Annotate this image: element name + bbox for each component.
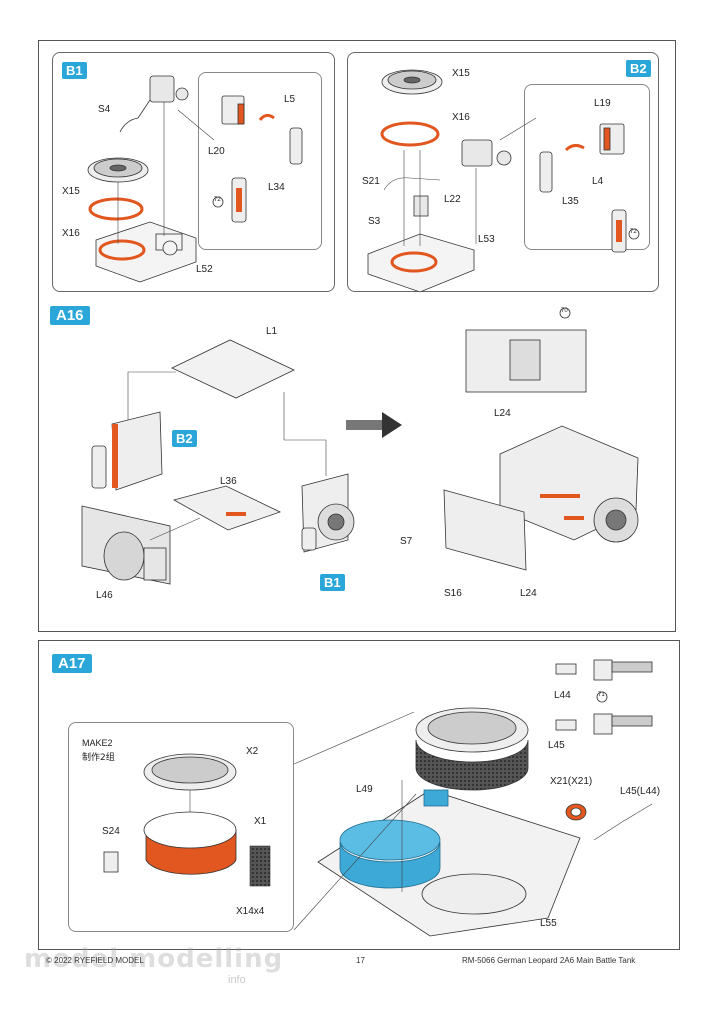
a17-label-l44: L44 bbox=[554, 690, 571, 701]
a16-label-l46: L46 bbox=[96, 590, 113, 601]
a16-b1-assembly bbox=[301, 473, 355, 553]
a17-label-x1: X1 bbox=[254, 816, 267, 827]
a16-plate-l36 bbox=[172, 485, 282, 531]
b1-circle-ref bbox=[212, 196, 224, 208]
a17-wheel-tread bbox=[415, 707, 529, 791]
a17-hose-l44 bbox=[555, 659, 653, 681]
b2-label-l53: L53 bbox=[478, 234, 495, 245]
b2-wheel-x15 bbox=[381, 69, 443, 95]
b1-label-l34: L34 bbox=[268, 182, 285, 193]
b1-label-x15: X15 bbox=[62, 186, 80, 197]
a17-make-track-x14 bbox=[249, 845, 271, 887]
b1-ring-x16 bbox=[88, 197, 144, 221]
a16-plate-l1 bbox=[171, 339, 295, 399]
watermark-sub: info bbox=[228, 974, 246, 986]
a17-make-wheel-x2 bbox=[143, 753, 237, 791]
a17-label-s24: S24 bbox=[102, 826, 120, 837]
a17-circle-ref bbox=[596, 691, 608, 703]
a16-circle-ref bbox=[559, 307, 571, 319]
b2-ring-x16 bbox=[380, 121, 440, 147]
a16-label-s16: S16 bbox=[444, 588, 462, 599]
a17-label-x21: X21(X21) bbox=[550, 776, 593, 787]
b1-label-l20: L20 bbox=[208, 146, 225, 157]
a17-label-x14x4: X14x4 bbox=[236, 906, 265, 917]
a17-blue-assembly bbox=[339, 789, 449, 889]
a16-direction-arrow bbox=[346, 412, 402, 438]
b2-label-s3: S3 bbox=[368, 216, 381, 227]
a16-label-l24-bottom: L24 bbox=[520, 588, 537, 599]
b2-circle-number: 72 bbox=[630, 229, 637, 235]
b1-detail-parts bbox=[221, 95, 303, 223]
b2-label-x16: X16 bbox=[452, 112, 470, 123]
a16-b2-assembly bbox=[91, 411, 163, 491]
a17-make-title: MAKE2 bbox=[82, 738, 113, 748]
b2-hull-part bbox=[367, 233, 475, 293]
a17-label-l45: L45 bbox=[548, 740, 565, 751]
footer-page-number: 17 bbox=[356, 956, 365, 965]
b1-label-x16: X16 bbox=[62, 228, 80, 239]
a16-circle-number: 70 bbox=[561, 308, 568, 314]
a17-make-title-cn: 制作2组 bbox=[82, 753, 115, 763]
a16-assembled-hull bbox=[443, 329, 639, 571]
b2-label-l19: L19 bbox=[594, 98, 611, 109]
step-a17-tag: A17 bbox=[52, 654, 92, 673]
a17-label-l55: L55 bbox=[540, 918, 557, 929]
a16-label-l24-top: L24 bbox=[494, 408, 511, 419]
b2-label-l4: L4 bbox=[592, 176, 604, 187]
step-a16-b2-ref-tag: B2 bbox=[172, 430, 197, 447]
step-b1-tag: B1 bbox=[62, 62, 87, 79]
b1-label-l5: L5 bbox=[284, 94, 296, 105]
a17-label-l49: L49 bbox=[356, 784, 373, 795]
b2-motor-unit bbox=[413, 139, 512, 217]
a16-label-s7: S7 bbox=[400, 536, 413, 547]
a17-part-x21 bbox=[565, 803, 587, 821]
a17-hose-l45 bbox=[555, 713, 653, 735]
b2-label-l35: L35 bbox=[562, 196, 579, 207]
a16-label-l1: L1 bbox=[266, 326, 278, 337]
b2-label-s21: S21 bbox=[362, 176, 380, 187]
footer-product-title: RM-5066 German Leopard 2A6 Main Battle T… bbox=[462, 956, 636, 965]
a17-label-x2: X2 bbox=[246, 746, 259, 757]
b1-motor-unit bbox=[119, 75, 189, 133]
b2-detail-parts bbox=[539, 123, 627, 253]
b1-hull-part bbox=[95, 221, 197, 283]
footer-copyright: © 2022 RYEFIELD MODEL bbox=[46, 956, 144, 965]
b1-label-l52: L52 bbox=[196, 264, 213, 275]
a16-label-l36: L36 bbox=[220, 476, 237, 487]
step-a16-b1-ref-tag: B1 bbox=[320, 574, 345, 591]
step-b2-tag: B2 bbox=[626, 60, 651, 77]
a17-make-part-s24 bbox=[103, 851, 119, 873]
a17-circle-number: 71 bbox=[598, 692, 605, 698]
b2-label-l22: L22 bbox=[444, 194, 461, 205]
step-a16-tag: A16 bbox=[50, 306, 90, 325]
b1-circle-number: 72 bbox=[214, 197, 221, 203]
b1-wheel-x15 bbox=[87, 157, 149, 183]
b2-circle-ref bbox=[628, 228, 640, 240]
a17-label-l45-l44: L45(L44) bbox=[620, 786, 661, 797]
a17-make-ring-x1 bbox=[143, 811, 237, 875]
watermark-logo: model modelling bbox=[24, 944, 284, 974]
a16-part-l46 bbox=[81, 505, 171, 585]
b2-label-x15: X15 bbox=[452, 68, 470, 79]
b1-label-s4: S4 bbox=[98, 104, 111, 115]
